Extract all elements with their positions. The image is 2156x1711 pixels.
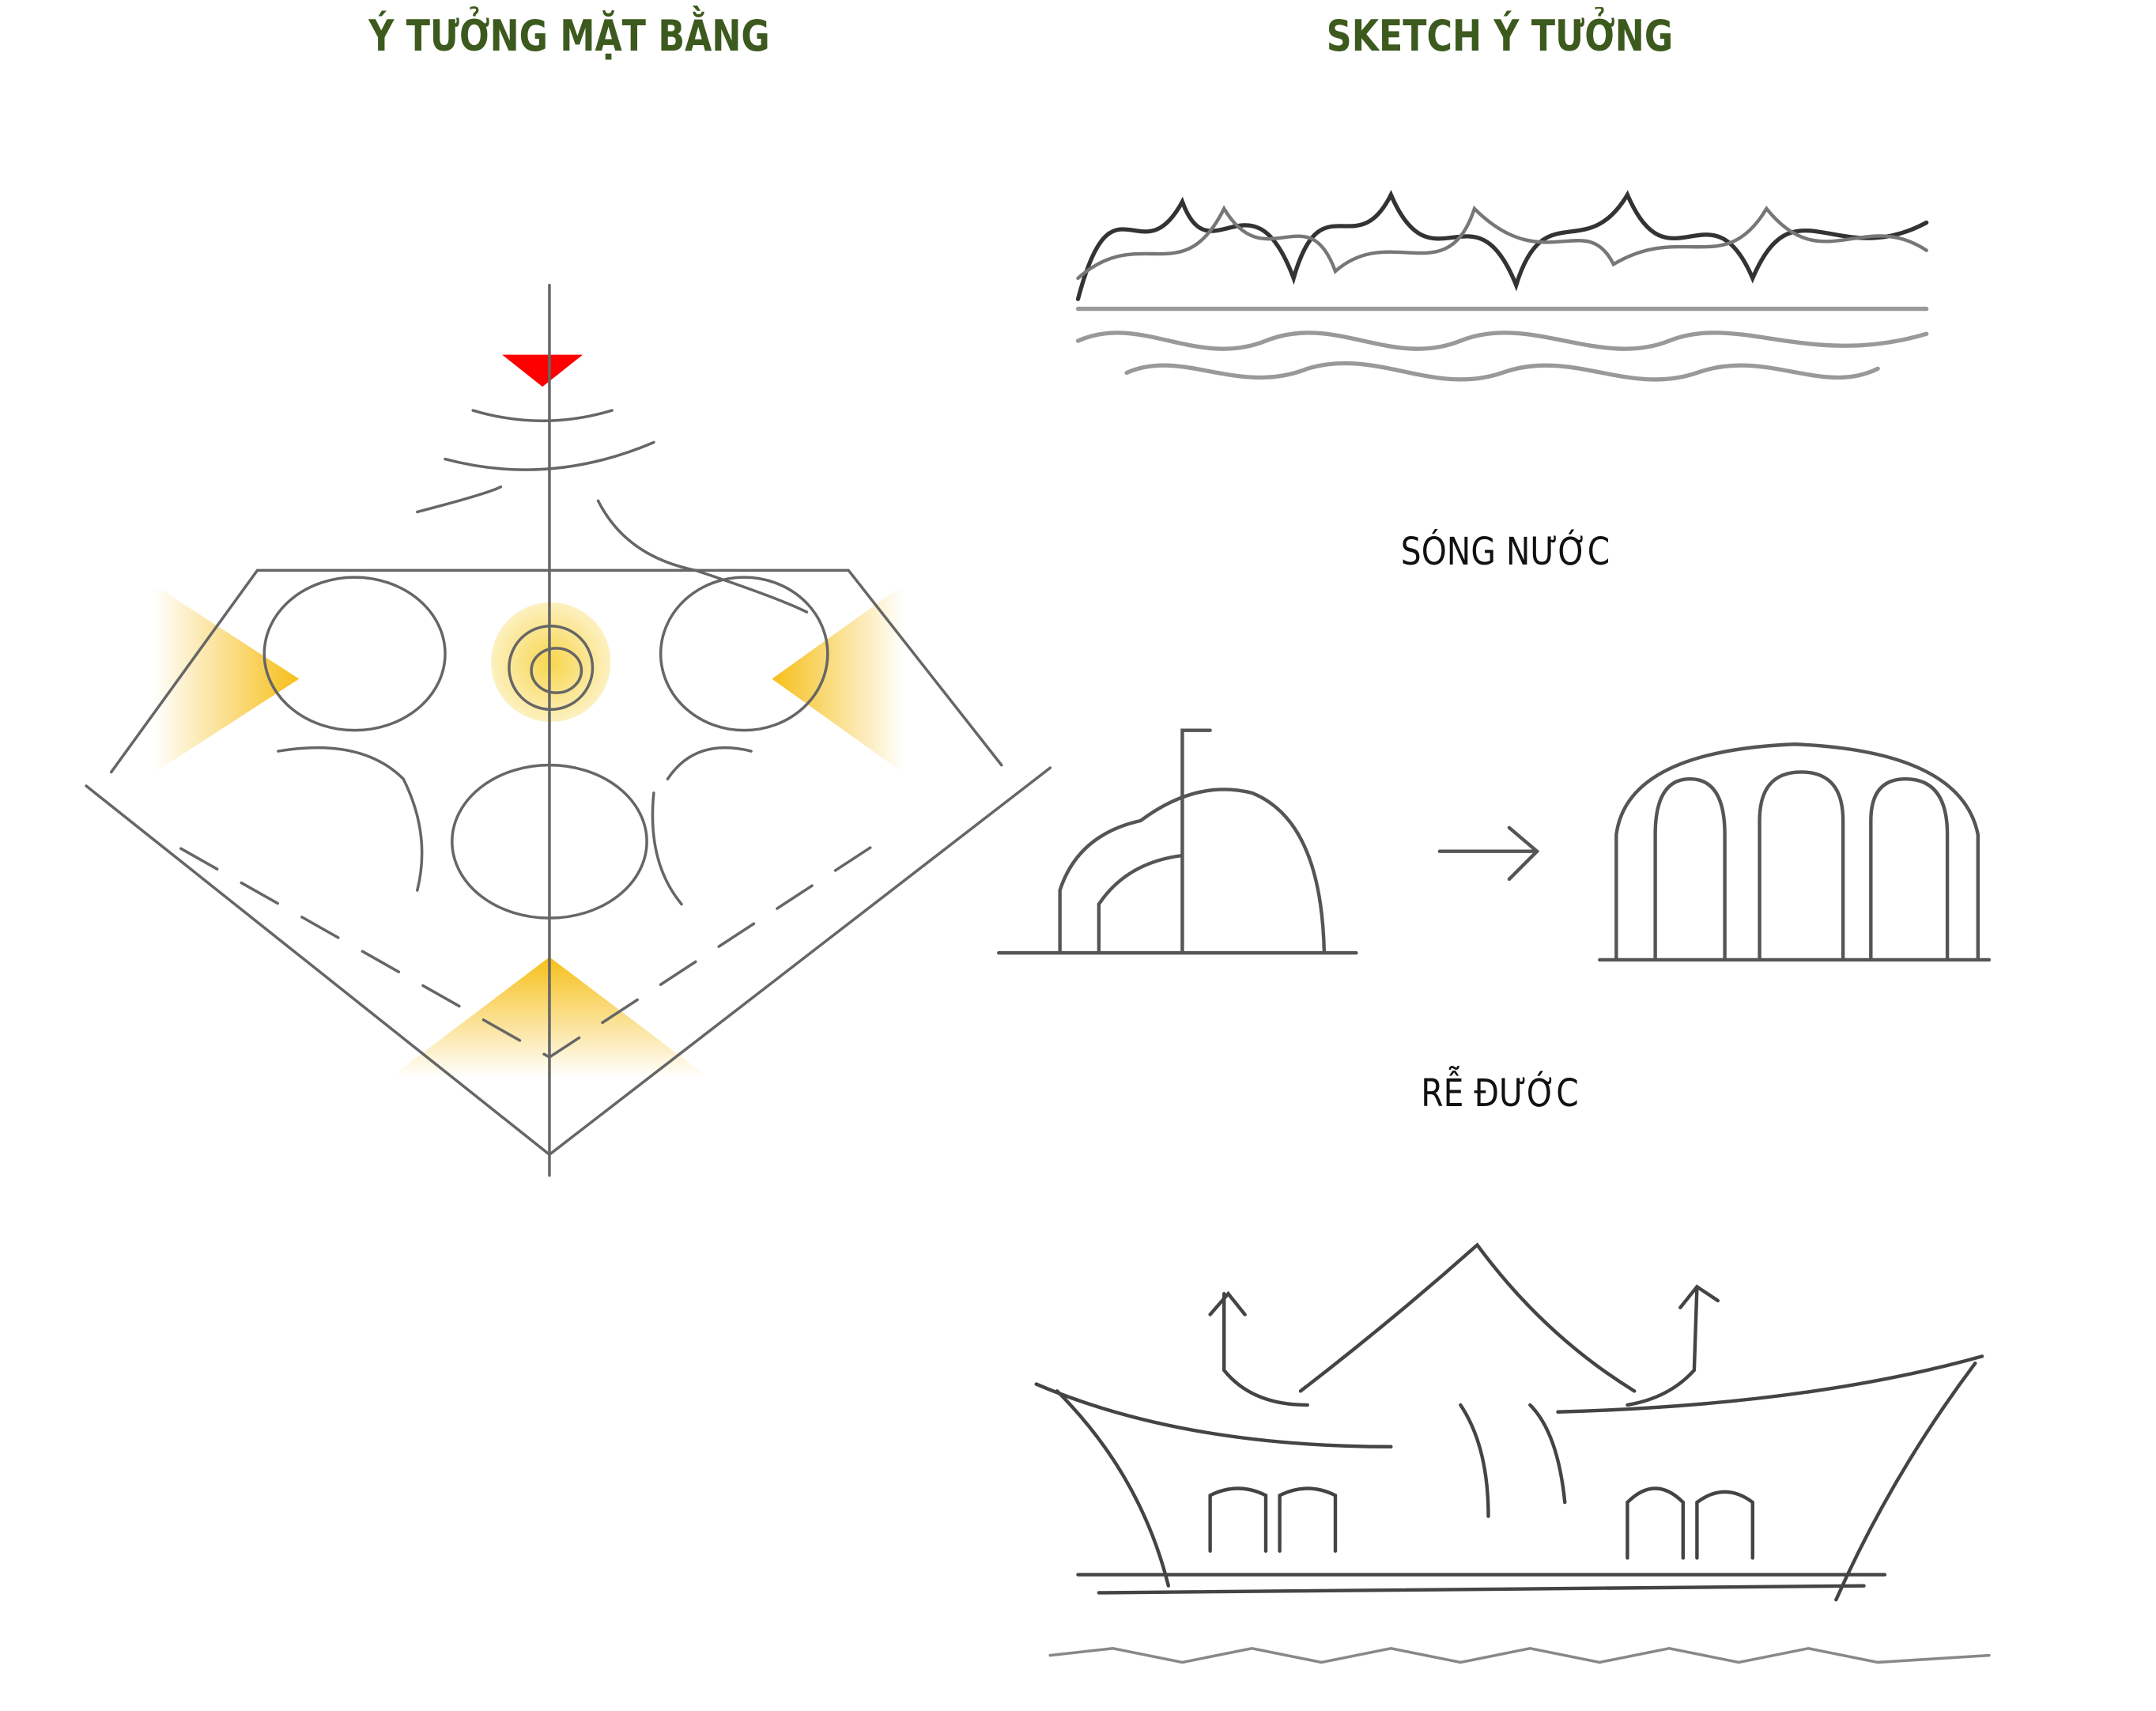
light-fan-right [772,584,904,774]
water-waves-sketch [1075,190,1929,382]
sketch-concept-title: SKETCH Ý TƯỞNG [1326,11,1674,61]
floor-plan-sketch [85,283,1052,1177]
waves-label: SÓNG NƯỚC [1400,530,1610,574]
mangrove-roots-sketch [997,728,1992,962]
light-fan-left [153,584,300,774]
entrance-marker-red-triangle [502,354,583,387]
pavilion-elevation-sketch [1034,1242,1991,1664]
plan-concept-title: Ý TƯỞNG MẶT BẰNG [368,11,770,61]
roots-label: RỄ ĐƯỚC [1421,1071,1579,1116]
